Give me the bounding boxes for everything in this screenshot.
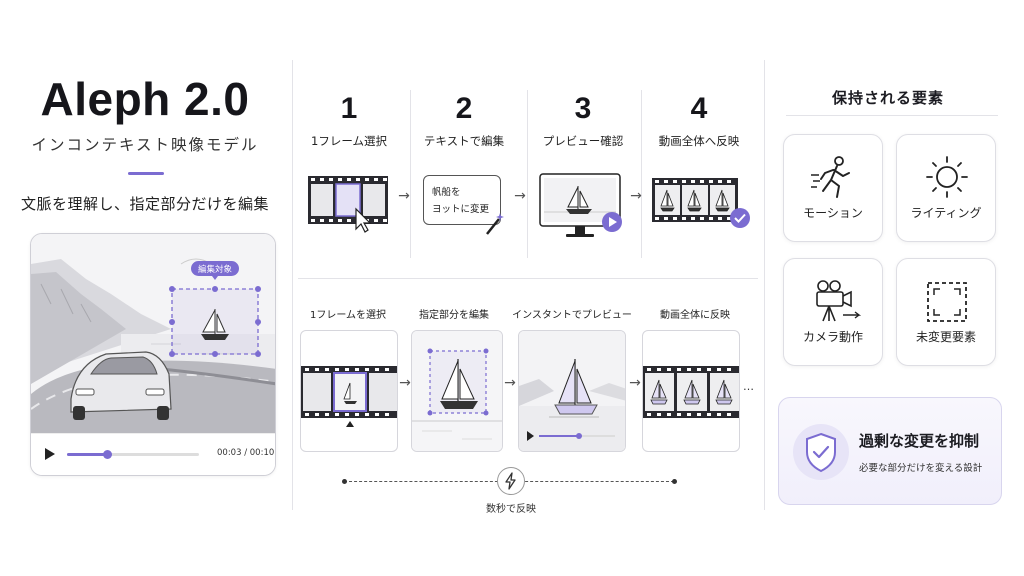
retained-title-underline [786, 115, 998, 116]
step-divider-1 [410, 90, 411, 258]
step-4-filmstrip [652, 178, 750, 228]
movie-camera-icon [816, 280, 862, 322]
step-3-monitor [539, 173, 622, 237]
timing-line-start [342, 479, 347, 484]
step-arrow-2: → [514, 188, 526, 204]
retained-unchanged-card: 未変更要素 [896, 258, 996, 366]
bottom-step-1-label: 1フレームを選択 [309, 310, 387, 321]
apply-all-illustration [643, 366, 739, 418]
player-controls: 00:03 / 00:10 [31, 433, 275, 475]
car-illustration [70, 351, 172, 420]
bottom-step-4-label: 動画全体に反映 [660, 310, 730, 321]
step-divider-2 [527, 90, 528, 258]
shield-check-icon [793, 424, 849, 480]
suppress-subtitle: 必要な部分だけを変える設計 [859, 463, 983, 474]
timing-line-end [672, 479, 677, 484]
bottom-arrow-1: → [399, 375, 411, 391]
bottom-step-3-label: インスタントでプレビュー [512, 310, 632, 321]
retained-elements-title: 保持される要素 [831, 89, 944, 107]
retained-lighting-card: ライティング [896, 134, 996, 242]
row-divider [298, 278, 758, 279]
video-frame: 編集対象 [31, 234, 275, 434]
step-4-number: 4 [690, 92, 708, 125]
bottom-card-apply-all [642, 330, 740, 452]
running-person-icon [811, 156, 850, 198]
column-divider-right [764, 60, 765, 510]
lightning-icon [497, 467, 525, 495]
play-icon[interactable] [45, 448, 55, 460]
video-player[interactable]: 編集対象 00:03 / 00:10 [30, 233, 276, 476]
suppress-title: 過剰な変更を抑制 [859, 432, 980, 450]
timing-label: 数秒で反映 [486, 504, 536, 515]
step-4-label: 動画全体へ反映 [658, 134, 740, 148]
step-2-number: 2 [455, 92, 473, 125]
retained-motion-card: モーション [783, 134, 883, 242]
bottom-step-2-label: 指定部分を編集 [419, 310, 489, 321]
bottom-card-edit-part [411, 330, 503, 452]
step-2-textbox: 帆船を ヨットに変更 [423, 175, 501, 225]
bottom-card-select-frame [300, 330, 398, 452]
more-frames-ellipsis: … [743, 380, 754, 393]
sun-icon [926, 156, 968, 198]
edit-part-illustration [412, 331, 502, 451]
magic-wand-icon [486, 213, 504, 235]
step-2-text-line1: 帆船を [432, 187, 461, 198]
app-title: Aleph 2.0 [40, 73, 250, 125]
progress-track[interactable] [67, 450, 199, 459]
step-1-number: 1 [340, 92, 358, 125]
retained-motion-label: モーション [803, 206, 863, 220]
progress-fill [67, 453, 107, 456]
frame-select-illustration [301, 366, 397, 427]
step-3-label: プレビュー確認 [542, 134, 624, 148]
edit-target-selection [169, 286, 261, 357]
edit-target-label: 編集対象 [198, 264, 233, 275]
bottom-arrow-2: → [504, 375, 516, 391]
dashed-frame-icon [927, 282, 967, 322]
step-1-filmstrip [308, 176, 388, 233]
step-arrow-1: → [398, 188, 410, 204]
retained-camera-card: カメラ動作 [783, 258, 883, 366]
instant-preview-illustration [519, 331, 625, 451]
step-1-label: 1フレーム選択 [311, 134, 387, 148]
step-divider-3 [641, 90, 642, 258]
retained-lighting-label: ライティング [910, 206, 982, 220]
tagline: 文脈を理解し、指定部分だけを編集 [20, 195, 269, 213]
column-divider-left [292, 60, 293, 510]
accent-divider [128, 172, 164, 175]
retained-unchanged-label: 未変更要素 [915, 330, 976, 344]
suppress-changes-card: 過剰な変更を抑制 必要な部分だけを変える設計 [778, 397, 1002, 505]
bottom-arrow-3: → [629, 375, 641, 391]
bottom-card-instant-preview [518, 330, 626, 452]
step-2-text-line2: ヨットに変更 [432, 204, 490, 215]
app-subtitle: インコンテキスト映像モデル [31, 136, 259, 154]
step-3-number: 3 [574, 92, 592, 125]
retained-camera-label: カメラ動作 [802, 330, 863, 344]
step-2-label: テキストで編集 [423, 134, 505, 148]
time-display: 00:03 / 00:10 [217, 448, 275, 458]
progress-knob[interactable] [102, 450, 112, 459]
step-arrow-3: → [630, 188, 642, 204]
